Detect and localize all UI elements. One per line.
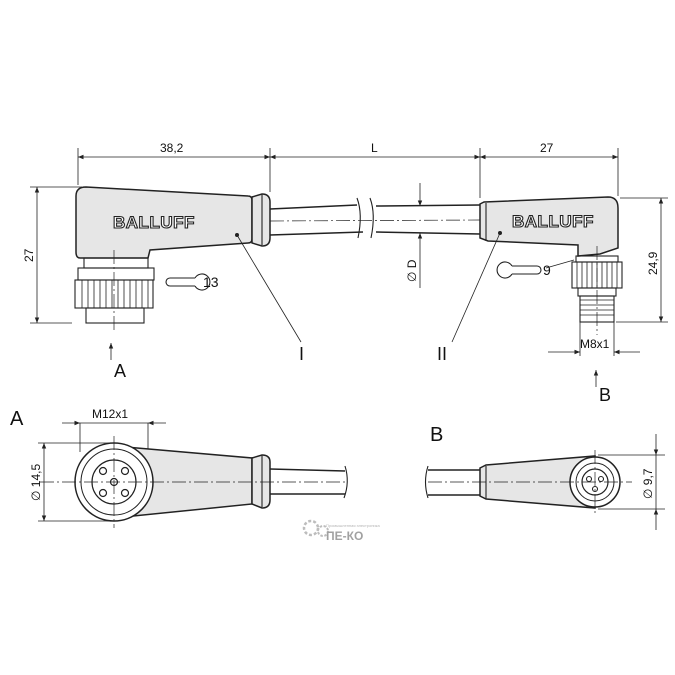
view-label-a: A xyxy=(114,361,126,381)
wrench-size-left: 13 xyxy=(203,274,219,290)
watermark-text: ПЕ-КО xyxy=(326,529,363,543)
section-label-b: B xyxy=(430,424,443,446)
left-angled-connector: BALLUFF xyxy=(74,186,271,330)
watermark-subtitle: Промышленная электроника xyxy=(326,523,381,528)
brand-logo-left: BALLUFF xyxy=(113,213,195,232)
brand-logo-right: BALLUFF xyxy=(512,212,594,231)
callout-i: I xyxy=(299,344,304,364)
dim-left-thread: M12x1 xyxy=(92,407,128,421)
wrench-icon-right xyxy=(496,261,542,279)
m8-thread-dimension xyxy=(548,322,640,356)
dim-right-connector-length: 27 xyxy=(540,141,554,155)
view-label-b: B xyxy=(599,385,611,405)
dim-right-thread: M8x1 xyxy=(580,337,610,351)
wrench-leader-right xyxy=(545,259,575,269)
dim-left-height: 27 xyxy=(22,248,36,262)
leader-line-ii xyxy=(451,232,501,343)
dim-left-diameter: ∅ 14,5 xyxy=(29,464,43,501)
cable xyxy=(269,197,481,239)
view-b-drawing xyxy=(424,434,665,530)
watermark-logo: ПЕ-КО Промышленная электроника xyxy=(302,519,381,543)
dim-cable-diameter: ∅ D xyxy=(405,259,419,282)
view-a-drawing xyxy=(38,420,348,528)
right-angled-connector: BALLUFF xyxy=(479,196,623,335)
dim-right-height: 24,9 xyxy=(646,251,660,275)
right-height-dimension xyxy=(616,197,668,323)
top-dimension-line xyxy=(77,148,619,198)
left-height-dimension xyxy=(30,186,82,324)
dim-left-connector-length: 38,2 xyxy=(160,141,184,155)
wrench-size-right: 9 xyxy=(543,262,551,278)
callout-ii: II xyxy=(437,344,447,364)
dim-cable-length: L xyxy=(371,141,378,155)
dim-right-diameter: ∅ 9,7 xyxy=(641,468,655,499)
section-label-a: A xyxy=(10,408,24,430)
wrench-icon-left xyxy=(165,273,211,291)
leader-line-i xyxy=(236,234,302,343)
